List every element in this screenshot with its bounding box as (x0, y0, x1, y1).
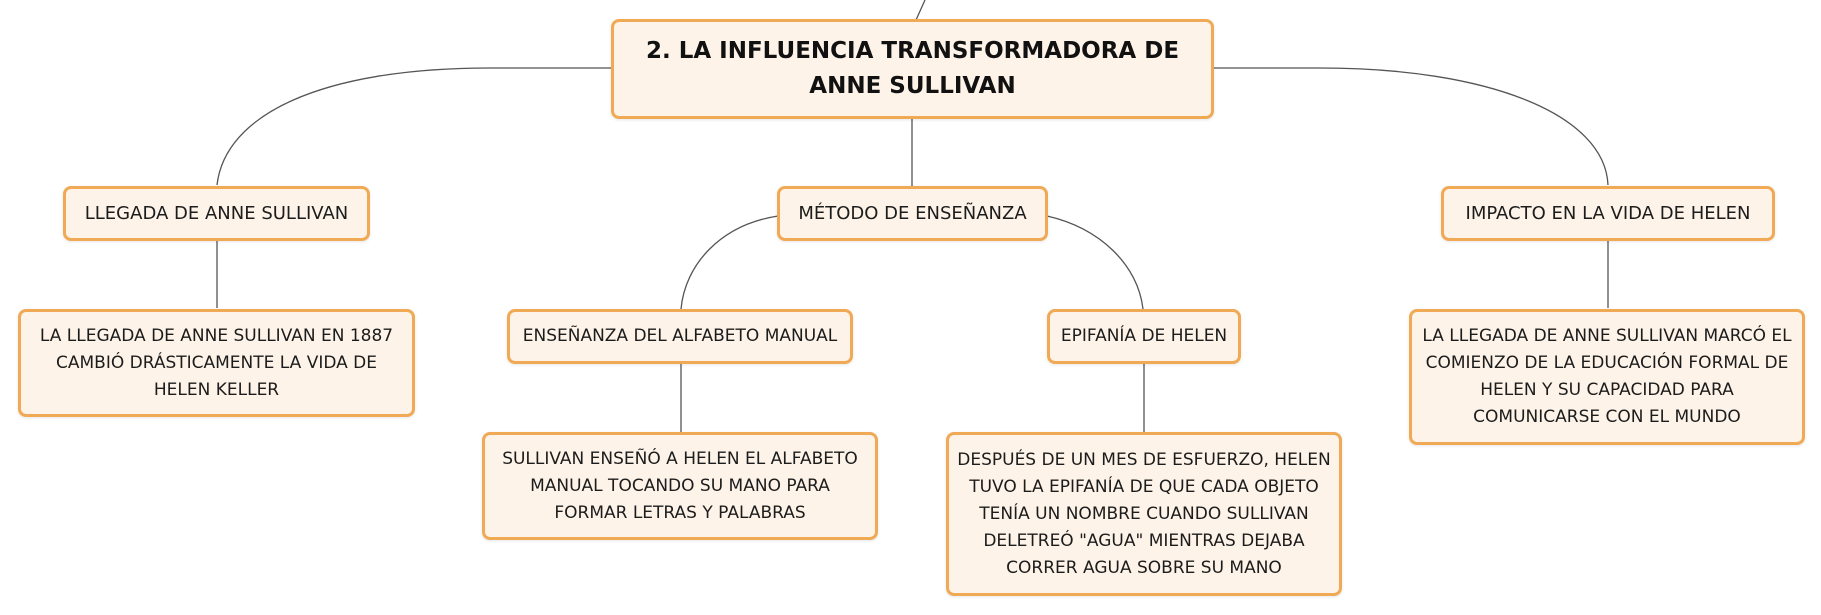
detail-alfabeto-text: SULLIVAN ENSEÑÓ A HELEN EL ALFABETO MANU… (502, 448, 858, 523)
connector-parent-root (915, 0, 926, 21)
topic-epifania-label: EPIFANÍA DE HELEN (1060, 326, 1228, 346)
detail-epifania[interactable]: DESPUÉS DE UN MES DE ESFUERZO, HELEN TUV… (946, 432, 1342, 596)
root-topic[interactable]: 2. LA INFLUENCIA TRANSFORMADORA DE ANNE … (611, 19, 1214, 119)
connector-metodo-alfabeto (680, 215, 779, 310)
topic-llegada-label: LLEGADA DE ANNE SULLIVAN (84, 203, 349, 224)
topic-metodo[interactable]: MÉTODO DE ENSEÑANZA (777, 186, 1048, 241)
topic-alfabeto-label: ENSEÑANZA DEL ALFABETO MANUAL (522, 326, 838, 346)
topic-alfabeto[interactable]: ENSEÑANZA DEL ALFABETO MANUAL (507, 309, 853, 364)
detail-llegada[interactable]: LA LLEGADA DE ANNE SULLIVAN EN 1887 CAMB… (18, 309, 415, 417)
detail-impacto-text: LA LLEGADA DE ANNE SULLIVAN MARCÓ EL COM… (1422, 326, 1792, 427)
topic-llegada[interactable]: LLEGADA DE ANNE SULLIVAN (63, 186, 370, 241)
root-topic-label: 2. LA INFLUENCIA TRANSFORMADORA DE ANNE … (645, 38, 1180, 99)
connector-root-impacto (1213, 67, 1609, 186)
detail-alfabeto[interactable]: SULLIVAN ENSEÑÓ A HELEN EL ALFABETO MANU… (482, 432, 878, 540)
topic-epifania[interactable]: EPIFANÍA DE HELEN (1047, 309, 1241, 364)
topic-impacto[interactable]: IMPACTO EN LA VIDA DE HELEN (1441, 186, 1775, 241)
detail-llegada-text: LA LLEGADA DE ANNE SULLIVAN EN 1887 CAMB… (39, 325, 394, 400)
topic-metodo-label: MÉTODO DE ENSEÑANZA (798, 203, 1027, 224)
detail-epifania-text: DESPUÉS DE UN MES DE ESFUERZO, HELEN TUV… (957, 449, 1331, 578)
detail-impacto[interactable]: LA LLEGADA DE ANNE SULLIVAN MARCÓ EL COM… (1409, 309, 1805, 445)
topic-impacto-label: IMPACTO EN LA VIDA DE HELEN (1465, 203, 1751, 224)
connector-metodo-epifania (1046, 215, 1144, 310)
connector-root-llegada (216, 67, 612, 186)
